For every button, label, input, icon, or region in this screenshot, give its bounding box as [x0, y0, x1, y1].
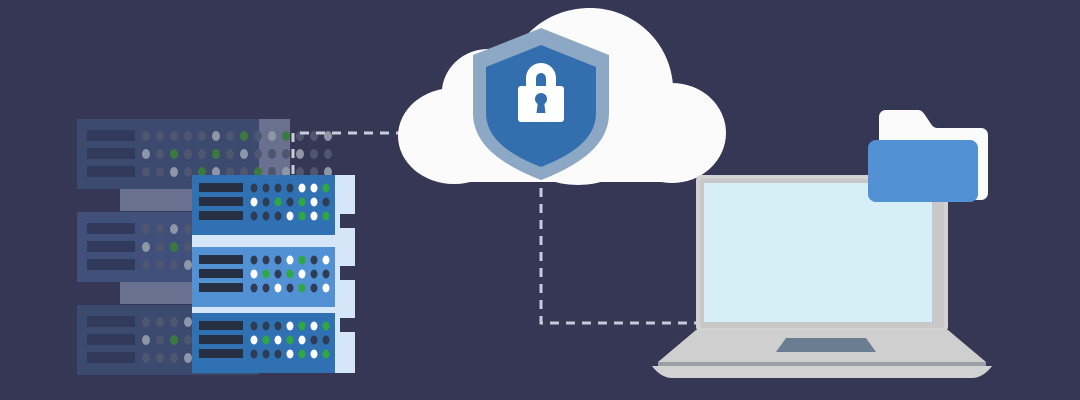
connector-server-to-cloud: [291, 131, 430, 190]
secure-cloud: [398, 8, 726, 185]
back-rack-unit-1-leds: [142, 131, 332, 177]
front-rack-unit-2: [192, 247, 335, 307]
front-rack-unit-1: [192, 175, 335, 235]
laptop-computer: [652, 175, 992, 378]
front-rack-unit-3-leds: [250, 321, 330, 359]
laptop-trackpad: [776, 338, 876, 352]
padlock-shackle: [526, 63, 556, 88]
laptop-base-lip: [652, 366, 992, 378]
folder-front: [868, 140, 978, 202]
padlock-icon: [518, 63, 564, 122]
file-folder-icon: [868, 110, 988, 202]
laptop-base-edge: [658, 362, 986, 366]
front-rack-unit-1-leds: [250, 183, 330, 221]
front-rack-unit-3: [192, 313, 335, 373]
front-server-rack: [192, 175, 358, 373]
front-rack-unit-2-leds: [250, 255, 330, 293]
padlock-keyhole-stem: [536, 101, 546, 113]
connector-cloud-to-laptop: [539, 172, 700, 325]
laptop-screen: [704, 183, 932, 322]
